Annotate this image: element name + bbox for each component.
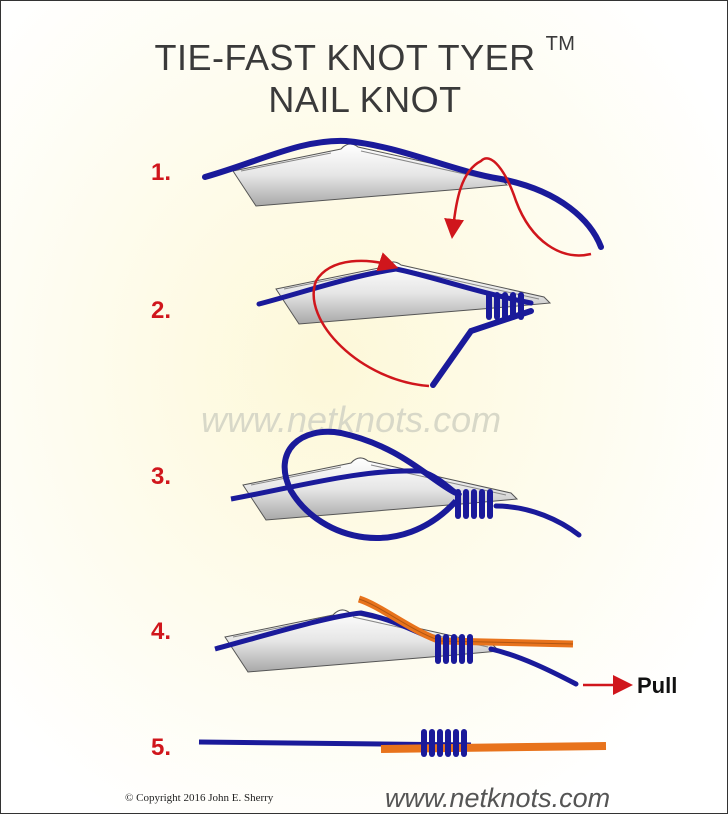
step-2-label: 2. [151, 297, 172, 324]
step-1-label: 1. [151, 159, 172, 186]
footer-url: www.netknots.com [385, 783, 611, 813]
step2-lines [256, 252, 534, 388]
copyright: © Copyright 2016 John E. Sherry [125, 792, 274, 804]
step3-lines [230, 428, 582, 541]
trademark: TM [545, 33, 576, 55]
title-line2: NAIL KNOT [268, 79, 462, 120]
step4-lines [214, 595, 633, 695]
step1-illustration [202, 137, 604, 257]
title-line1: TIE-FAST KNOT TYER TM [1, 33, 728, 79]
title-text: TIE-FAST KNOT TYER [154, 37, 536, 78]
step-4-label: 4. [151, 618, 172, 645]
step-5-label: 5. [151, 734, 172, 761]
step-3-label: 3. [151, 463, 172, 490]
pull-label: Pull [637, 673, 678, 698]
step5-illustration [198, 729, 607, 757]
